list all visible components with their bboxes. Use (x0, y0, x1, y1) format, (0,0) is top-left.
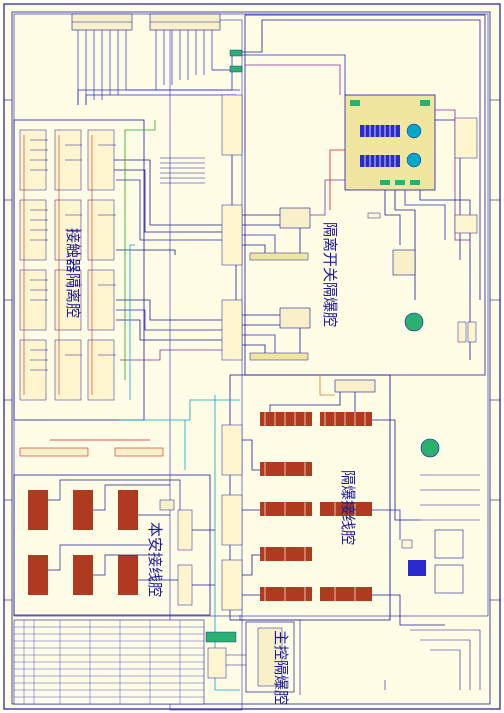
inner-frame (11, 11, 491, 705)
label-isolation-switch-compartment: 隔离开关隔爆腔 (321, 222, 339, 327)
switch-terminal-blocks (221, 94, 311, 361)
bottom-right-devices (384, 474, 481, 690)
label-wiring-compartment: 隔爆接线腔 (339, 470, 357, 545)
intrinsic-wires (48, 479, 215, 586)
contactor-terminals (19, 129, 116, 401)
fuse-2 (229, 65, 243, 73)
label-intrinsic-compartment: 本安接线腔 (146, 522, 164, 597)
main-control-block (205, 615, 301, 695)
control-pcb (344, 94, 436, 191)
resistor (367, 212, 381, 219)
right-terminal-strip (454, 117, 478, 343)
notes-block (160, 157, 205, 184)
motor-symbols (404, 312, 440, 458)
wiring-compartment-wires (50, 375, 445, 691)
grid-marks (4, 99, 500, 601)
wiring-compartment-terminals (221, 379, 376, 611)
intrinsic-terminals (19, 447, 193, 606)
label-contactor-compartment: 接触器隔离腔 (64, 228, 82, 318)
top-connector-block (71, 13, 221, 105)
fuse-1 (229, 49, 243, 57)
label-main-control-compartment: 主控隔爆腔 (272, 630, 290, 705)
contactor-to-switch-wires (114, 120, 230, 400)
outer-frame (3, 3, 501, 710)
grid-connector (392, 249, 416, 276)
title-block (13, 619, 205, 705)
switch-wires (231, 155, 345, 353)
